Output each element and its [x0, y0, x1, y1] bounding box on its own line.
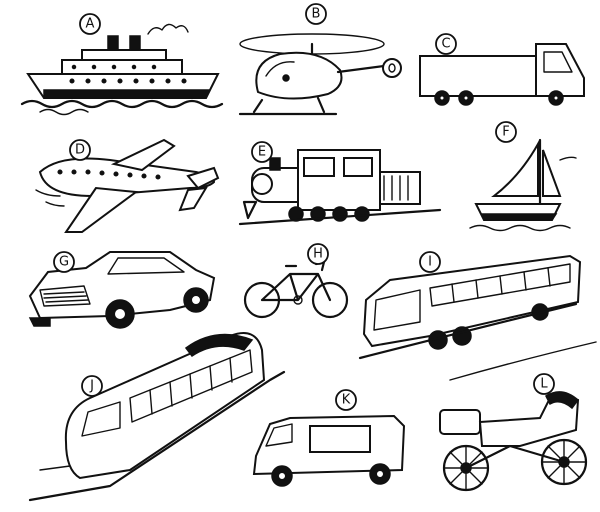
label-c: C: [435, 33, 457, 55]
svg-text:D: D: [75, 143, 85, 158]
label-g: G: [53, 251, 75, 273]
label-a: A: [79, 13, 101, 35]
svg-text:I: I: [428, 255, 432, 270]
svg-text:G: G: [59, 255, 69, 270]
car-drawing: G: [28, 251, 216, 329]
svg-text:A: A: [86, 17, 95, 32]
sailboat-drawing: F: [469, 121, 577, 232]
svg-text:J: J: [89, 379, 94, 394]
label-i: I: [419, 251, 441, 273]
svg-text:L: L: [540, 377, 548, 392]
truck-drawing: C: [419, 33, 585, 106]
helicopter-drawing: B: [238, 3, 402, 116]
bus-drawing: I: [358, 251, 597, 381]
label-k: K: [335, 389, 357, 411]
svg-text:C: C: [441, 37, 450, 52]
ship-drawing: A: [20, 13, 224, 116]
airplane-drawing: D: [35, 138, 220, 233]
svg-text:H: H: [313, 247, 323, 262]
label-h: H: [307, 243, 329, 265]
label-l: L: [533, 373, 555, 395]
svg-text:E: E: [258, 145, 266, 160]
train-drawing: E: [238, 141, 442, 226]
svg-text:K: K: [342, 393, 351, 408]
bullet-train-drawing: J: [28, 332, 286, 502]
bicycle-drawing: H: [243, 243, 349, 319]
svg-text:B: B: [312, 7, 321, 22]
svg-text:F: F: [502, 125, 509, 140]
van-drawing: K: [252, 389, 406, 487]
motorcycle-drawing: L: [439, 373, 588, 492]
label-f: F: [495, 121, 517, 143]
label-j: J: [81, 375, 103, 397]
label-e: E: [251, 141, 273, 163]
label-b: B: [305, 3, 327, 25]
label-d: D: [69, 139, 91, 161]
